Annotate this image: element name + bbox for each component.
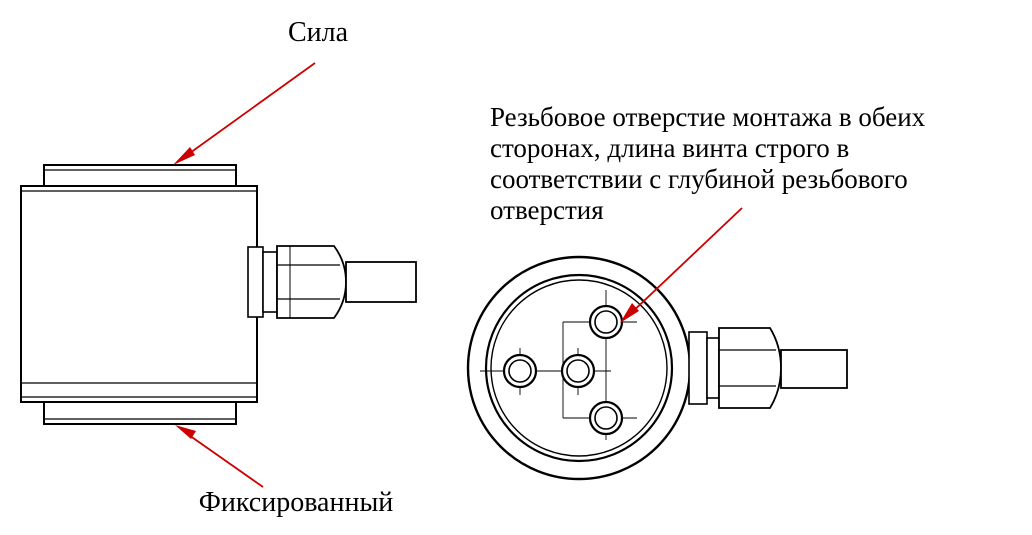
thread-note-line-1: Резьбовое отверстие монтажа в обеих: [490, 102, 926, 132]
force-leader: [173, 62, 316, 165]
thread-note-line-4: отверстия: [490, 195, 604, 225]
thread-note-line-3: соответствии с глубиной резьбового: [490, 164, 908, 194]
bottom-cap: [43, 401, 237, 425]
threaded-hole-center: [560, 353, 596, 389]
thread-note-line-2: сторонах, длина винта строго в: [490, 133, 849, 163]
fixed-leader: [175, 425, 264, 488]
side-view: [20, 164, 417, 425]
cable-gland-side: [247, 245, 417, 319]
threaded-hole-top: [588, 304, 624, 340]
top-view: [466, 255, 848, 481]
cable-gland-top: [688, 327, 848, 409]
sensor-body: [20, 185, 258, 403]
cable-top: [780, 349, 848, 389]
fixed-label: Фиксированный: [199, 487, 393, 518]
threaded-hole-bottom: [588, 400, 624, 436]
top-cap: [43, 164, 237, 187]
force-label: Сила: [288, 17, 349, 48]
cable-side: [345, 261, 417, 303]
threaded-hole-left: [502, 353, 538, 389]
thread-leader: [620, 207, 743, 323]
thread-note: Резьбовое отверстие монтажа в обеих стор…: [490, 102, 926, 225]
